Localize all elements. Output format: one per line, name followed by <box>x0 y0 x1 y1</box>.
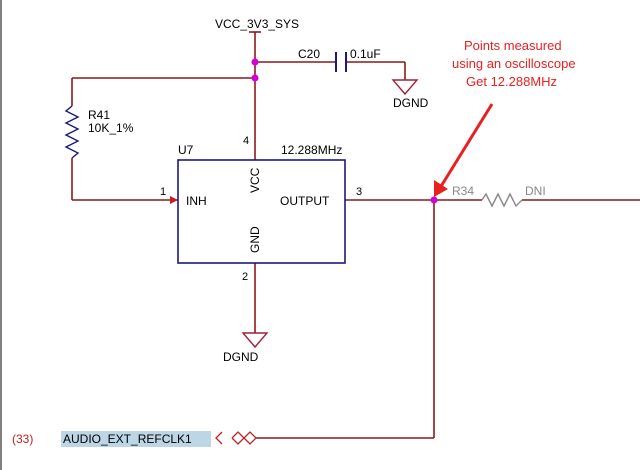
r41-ref: R41 <box>88 108 110 122</box>
offpage-net-label: AUDIO_EXT_REFCLK1 <box>63 432 192 446</box>
resistor-r41[interactable]: R41 10K_1% <box>64 105 134 159</box>
ground-symbol-u7: DGND <box>223 332 269 364</box>
annotation-arrow <box>438 103 494 189</box>
junction-dot <box>430 196 438 204</box>
annotation-line-3: Get 12.288MHz <box>466 74 557 89</box>
capacitor-c20[interactable]: C20 0.1uF <box>298 47 381 72</box>
wires <box>71 32 640 439</box>
vcc-net-symbol: VCC_3V3_SYS <box>215 17 299 33</box>
inh-arrow-icon <box>170 196 178 204</box>
junctions <box>251 58 438 204</box>
offpage-arrow-icon <box>231 431 245 445</box>
u7-ref: U7 <box>178 143 194 157</box>
offpage-connector[interactable]: (33) AUDIO_EXT_REFCLK1 <box>12 431 257 447</box>
c20-value: 0.1uF <box>350 47 381 61</box>
c20-ref: C20 <box>298 47 320 61</box>
u7-frequency: 12.288MHz <box>281 143 342 157</box>
resistor-r34[interactable]: R34 DNI <box>452 184 546 208</box>
annotation-arrowhead-icon <box>434 180 448 197</box>
pin-name-vcc: VCC <box>248 167 262 193</box>
annotation-line-2: using an oscilloscope <box>452 56 576 71</box>
dgnd-label-top: DGND <box>393 96 429 110</box>
pin-name-gnd: GND <box>248 226 262 253</box>
junction-dot <box>251 58 259 66</box>
sheet-reference: (33) <box>12 432 33 446</box>
r41-value: 10K_1% <box>88 121 134 135</box>
pin-name-output: OUTPUT <box>280 194 330 208</box>
annotation-line-1: Points measured <box>464 38 562 53</box>
junction-dot <box>251 74 259 82</box>
r34-value: DNI <box>525 184 546 198</box>
net-highlight <box>61 431 211 447</box>
pin-number-gnd: 2 <box>242 271 248 283</box>
pin-number-inh: 1 <box>160 186 166 198</box>
pin-name-inh: INH <box>186 194 207 208</box>
pin-number-vcc: 4 <box>243 135 249 147</box>
r34-ref: R34 <box>452 184 474 198</box>
annotation: Points measured using an oscilloscope Ge… <box>434 38 576 197</box>
dgnd-label-bottom: DGND <box>223 350 259 364</box>
oscillator-u7[interactable]: U7 12.288MHz 1 2 3 4 INH OUTPUT VCC GND <box>160 135 362 283</box>
ground-symbol-c20: DGND <box>391 79 429 110</box>
pin-number-output: 3 <box>356 186 362 198</box>
vcc-net-label: VCC_3V3_SYS <box>215 17 299 31</box>
